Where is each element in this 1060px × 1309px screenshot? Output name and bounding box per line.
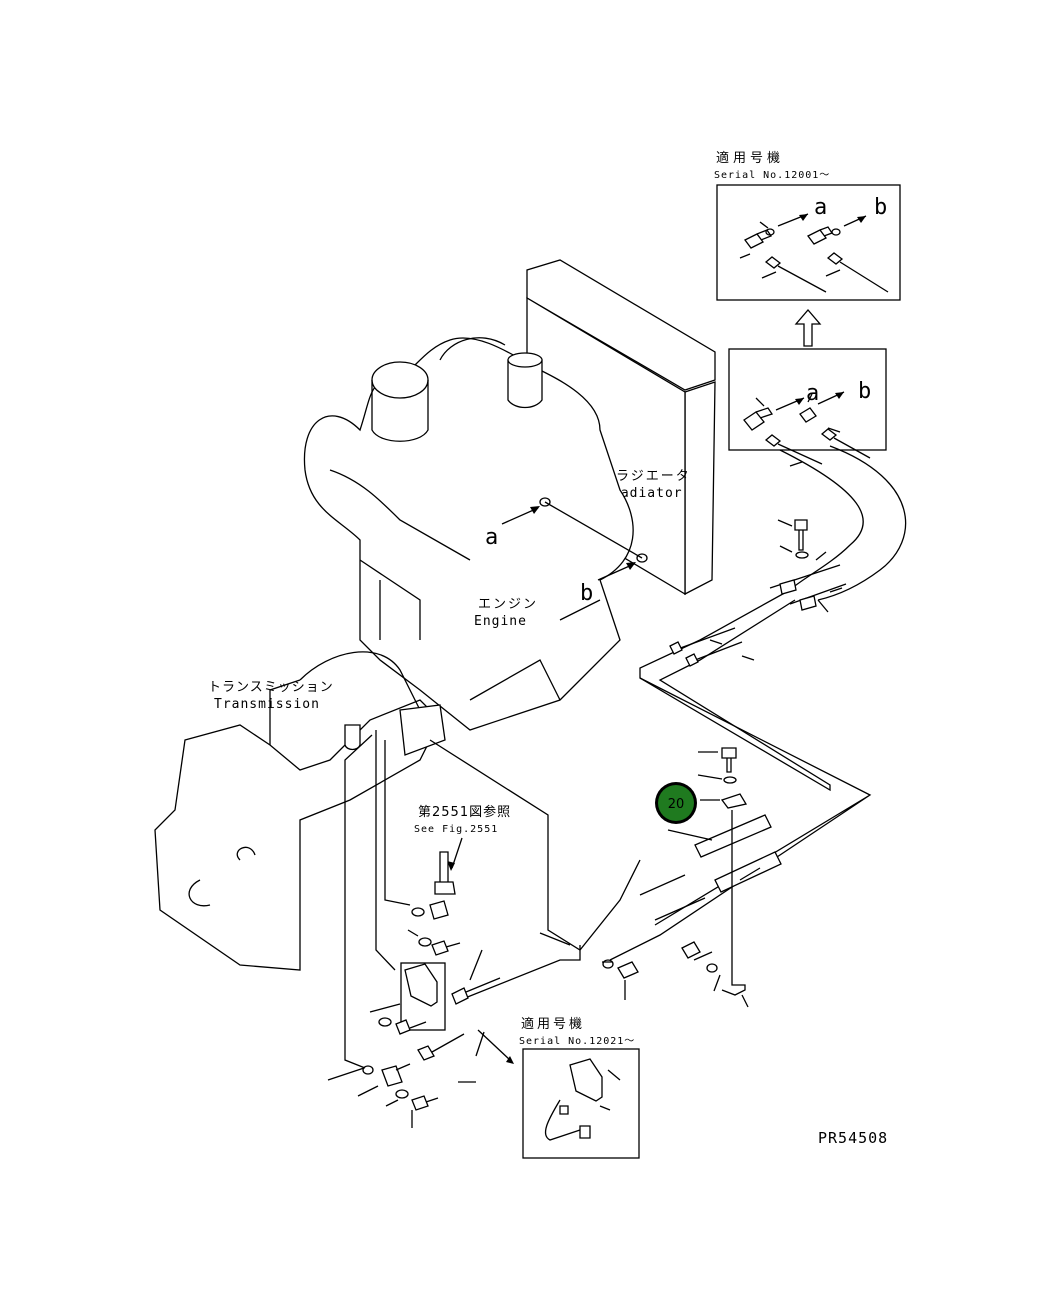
up-arrow-icon [794,309,822,347]
transmission-case [154,699,441,971]
radiator-label-en: Radiator [612,486,683,501]
clamp-icon [720,793,748,809]
inset-bottom-bracket [569,1058,603,1102]
reference-label-jp: 第2551図参照 [418,804,511,820]
inset-mid-label-a: a [806,381,819,406]
elbow-fitting-b [807,226,833,245]
elbow-fitting-a [744,229,772,249]
left-parts: 第2551図参照 See Fig.2551 [327,730,514,1128]
transmission-label-jp: トランスミッション [208,680,334,695]
port-label-a: a [485,525,498,550]
radiator-label-jp: ラジエータ [616,469,691,484]
inset-top-label-a: a [814,195,827,220]
bolt-lower-icon [721,747,737,773]
part-badge-number: 20 [668,797,685,812]
inset-bottom-connector [579,1125,591,1139]
tube-bracket-frame [400,962,446,1031]
inset-bottom: 適用号機 Serial No.12021～ [519,1016,640,1159]
inset-top-frame [716,184,901,301]
washer-lower-icon [723,776,737,784]
transmission: トランスミッション Transmission [154,651,446,971]
drawing-number: PR54508 [818,1129,888,1147]
elbow-left [381,1063,411,1087]
mid-hose-end-a [764,434,823,465]
air-cleaner-top [371,361,429,399]
mid-elbow-b [799,407,817,423]
oring-b [831,228,841,236]
engine-label-en: Engine [474,614,527,629]
tube-routing [429,519,872,1008]
hose-a [779,449,864,591]
inset-top: 適用号機 Serial No.12001～ a b [714,150,901,301]
inset-mid-frame [728,348,887,451]
hose-end-b [826,252,889,293]
hose-fitting-lower-2 [714,851,782,893]
part-badge-20[interactable]: 20 [655,782,697,824]
elbow-lower [617,961,639,979]
sensor-icon [434,851,456,895]
transmission-label-en: Transmission [214,697,320,712]
hose-b [817,445,907,601]
washer-icon [795,551,809,559]
sensor-plug [344,724,361,751]
engine-label-jp: エンジン [478,597,538,612]
bolt-icon [794,519,808,551]
connector-icon [429,900,449,920]
inset-top-label-b: b [874,195,887,220]
port-label-b: b [580,581,593,606]
inset-mid-label-b: b [858,379,871,404]
mid-hose-end-b [820,428,871,459]
oring-a [765,228,775,236]
inset-top-title: 適用号機 [716,150,784,166]
reference-label-en: See Fig.2551 [414,824,498,835]
bracket [399,704,446,756]
inset-bottom-serial: Serial No.12021～ [519,1036,635,1047]
inset-top-serial: Serial No.12001～ [714,170,830,181]
inset-mid: a b [728,348,887,467]
mid-elbow-a [743,407,774,431]
tube-bracket [404,963,438,1007]
radiator-side [684,381,716,596]
inset-bottom-title: 適用号機 [521,1016,585,1032]
inset-bottom-frame [522,1048,640,1159]
filler-cap [507,359,543,409]
hose-end-a [764,256,827,293]
tube-lower [609,677,872,961]
engine: エンジン Engine a b [303,337,648,731]
hose-fitting-lower-1 [694,814,772,858]
